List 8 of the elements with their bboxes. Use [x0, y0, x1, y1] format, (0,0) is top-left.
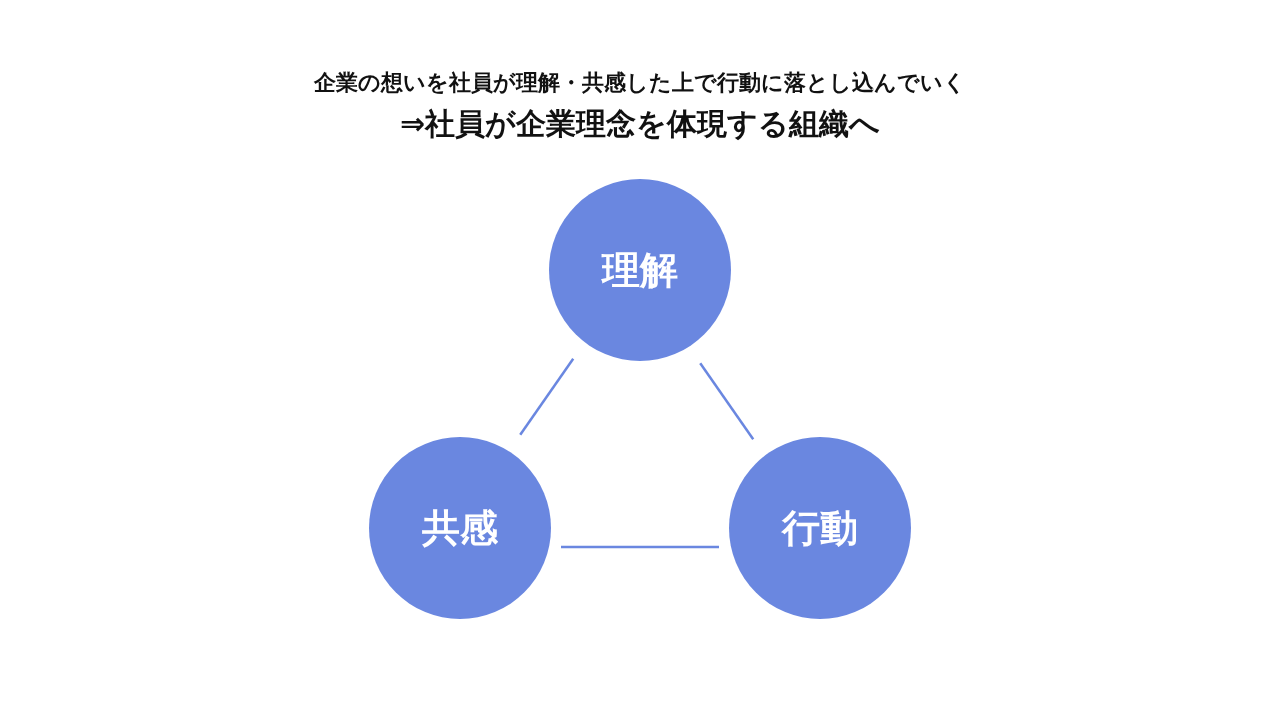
node-label: 理解 — [602, 246, 678, 294]
connector-line — [699, 362, 755, 440]
node-label: 共感 — [422, 504, 498, 552]
node-label: 行動 — [782, 504, 858, 552]
connector-line — [561, 545, 719, 549]
connector-line — [519, 358, 575, 436]
subtitle-text: ⇒社員が企業理念を体現する組織へ — [399, 105, 881, 143]
title-text: 企業の想いを社員が理解・共感した上で行動に落とし込んでいく — [314, 69, 966, 97]
